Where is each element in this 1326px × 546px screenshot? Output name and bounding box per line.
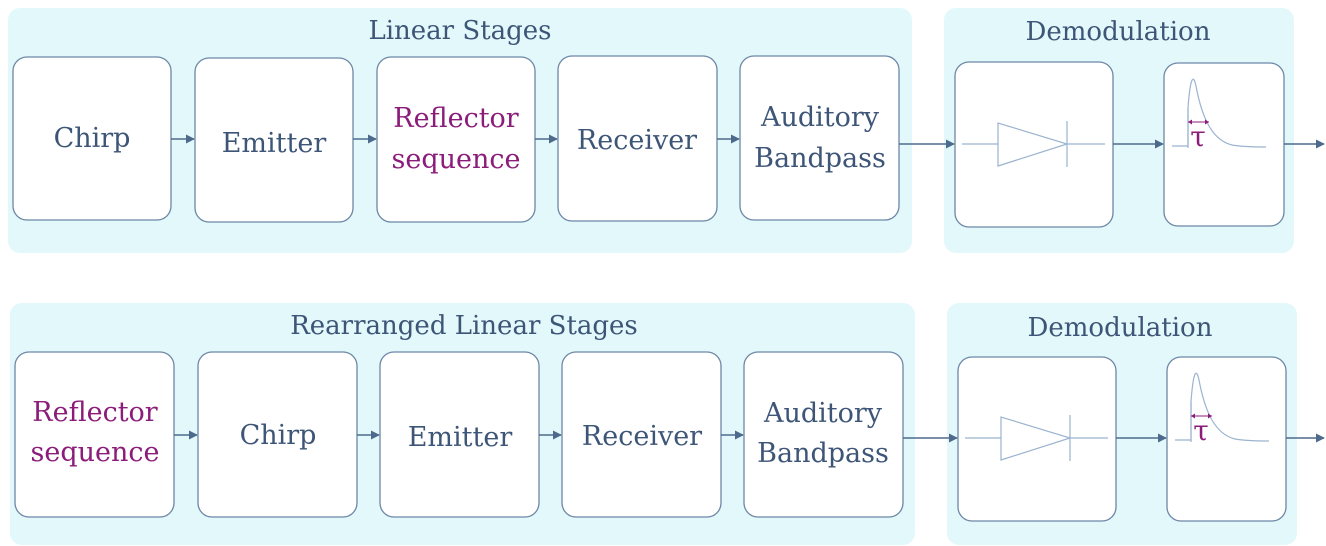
block-receiver: Receiver (557, 55, 718, 222)
block-auditory-bandpass: Auditory Bandpass (739, 55, 900, 221)
block-auditory-bandpass: Auditory Bandpass (743, 351, 904, 518)
block-label-line1: Reflector (32, 397, 158, 428)
block-lowpass: τ (1166, 356, 1287, 522)
block-chirp: Chirp (12, 56, 172, 221)
block-label-line2: Bandpass (754, 143, 886, 174)
block-label: Emitter (408, 422, 513, 453)
time-constant-marker: τ (1191, 413, 1212, 447)
block-label-line1: Auditory (760, 102, 880, 133)
block-emitter: Emitter (194, 57, 354, 223)
flow-arrows (171, 134, 1325, 149)
demodulation-title: Demodulation (1026, 17, 1211, 47)
block-label: Chirp (240, 420, 317, 451)
block-receiver: Receiver (561, 351, 722, 518)
block-reflector-sequence: Reflector sequence (14, 351, 175, 518)
block-emitter: Emitter (379, 351, 540, 518)
block-label: Chirp (54, 123, 131, 154)
block-reflector-sequence: Reflector sequence (376, 56, 536, 223)
diode-icon (962, 121, 1105, 167)
row-rearranged: Rearranged Linear Stages Demodulation Re… (10, 303, 1325, 545)
block-label-line1: Reflector (393, 103, 519, 134)
linear-stages-title: Linear Stages (368, 16, 551, 46)
row-original: Linear Stages Demodulation Chirp Emitter… (8, 8, 1325, 253)
block-label: Receiver (582, 421, 702, 452)
diode-icon (965, 415, 1108, 461)
demodulation-title: Demodulation (1028, 313, 1213, 343)
impulse-response-icon (1172, 78, 1267, 148)
flow-arrows (174, 430, 1325, 443)
block-label-line2: sequence (392, 144, 521, 175)
block-label-line2: sequence (31, 437, 160, 468)
block-label: Receiver (577, 125, 697, 156)
impulse-response-icon (1175, 372, 1270, 442)
linear-stages-title: Rearranged Linear Stages (290, 311, 638, 341)
tau-label: τ (1193, 414, 1209, 447)
block-rectifier (954, 61, 1114, 228)
block-rectifier (957, 356, 1117, 522)
time-constant-marker: τ (1188, 119, 1209, 153)
block-chirp: Chirp (197, 351, 358, 518)
block-lowpass: τ (1163, 62, 1285, 227)
block-label: Emitter (222, 128, 327, 159)
tau-label: τ (1190, 120, 1206, 153)
block-label-line2: Bandpass (757, 438, 889, 469)
block-label-line1: Auditory (763, 398, 883, 429)
